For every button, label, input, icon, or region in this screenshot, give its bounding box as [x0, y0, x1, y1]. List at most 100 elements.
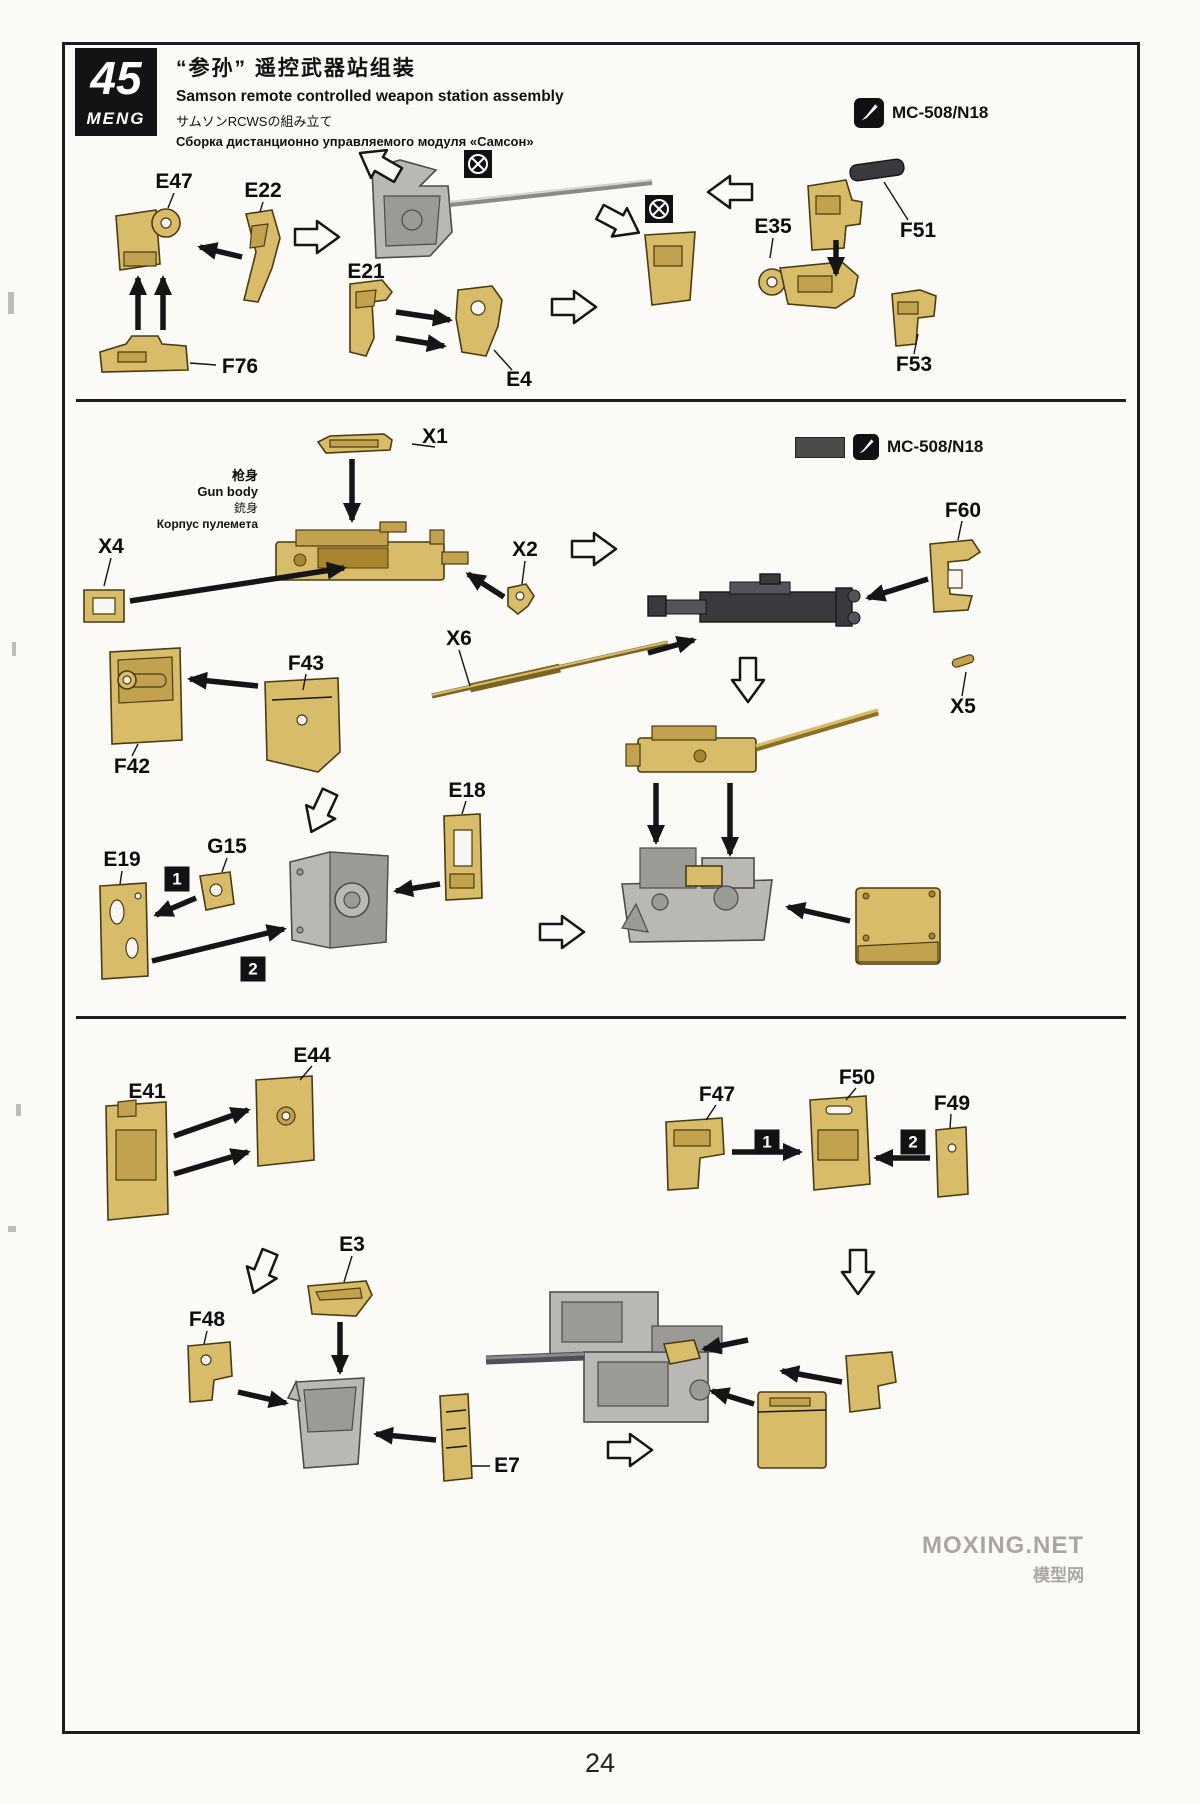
part-x4-illustration — [83, 589, 125, 623]
part-label-f49: F49 — [933, 1092, 971, 1115]
part-f50-illustration — [809, 1095, 871, 1191]
part-x5-illustration — [951, 654, 975, 668]
step-badge-1: 1 — [754, 1129, 780, 1155]
paint-code: MC-508/N18 — [892, 103, 989, 122]
part-x1-illustration — [316, 433, 393, 454]
part-label-e22: E22 — [244, 179, 282, 202]
title-chinese: “参孙” 遥控武器站组装 — [176, 57, 416, 80]
content-frame — [62, 42, 1140, 1734]
step-badge-2: 2 — [240, 956, 266, 982]
part-label-e7: E7 — [494, 1454, 520, 1477]
part-rcws-assembly-illustration — [621, 847, 773, 943]
gun-body-ru: Корпус пулемета — [156, 517, 258, 531]
label-leader-lines — [103, 181, 967, 1467]
watermark-site: MOXING.NET — [921, 1532, 1084, 1559]
part-label-x5: X5 — [950, 695, 976, 718]
flow-arrows — [237, 137, 876, 1468]
part-gray-box-illustration — [289, 851, 389, 949]
gun-body-zh: 枪身 — [231, 468, 258, 483]
part-f48-illustration — [187, 1341, 233, 1403]
part-bracket-assembly-illustration — [371, 159, 696, 306]
part-label-f47: F47 — [698, 1083, 736, 1106]
part-e41-illustration — [105, 1099, 169, 1221]
part-label-e4: E4 — [506, 368, 532, 391]
part-tan-box-illustration — [855, 887, 941, 965]
part-label-e35: E35 — [754, 215, 792, 238]
part-g15-illustration — [199, 871, 235, 911]
part-label-f60: F60 — [944, 499, 982, 522]
paint-color-swatch — [795, 436, 845, 458]
part-e4-illustration — [455, 285, 503, 357]
paint-callout-middle: MC-508/N18 — [795, 434, 983, 460]
part-label-f53: F53 — [895, 353, 933, 376]
part-e19-illustration — [99, 882, 149, 980]
watermark: MOXING.NET 模型网 — [922, 1532, 1084, 1586]
part-label-e21: E21 — [347, 260, 385, 283]
part-e18-illustration — [443, 813, 483, 901]
part-e35-illustration — [758, 261, 859, 309]
page-number: 24 — [584, 1748, 616, 1778]
part-f51-illustration — [807, 158, 905, 251]
divider-line-1 — [76, 399, 1126, 402]
part-x2-illustration — [507, 583, 535, 616]
assembly-arrows — [129, 240, 930, 1445]
part-gun-dark-illustration — [647, 573, 861, 627]
step-badge-2: 2 — [900, 1129, 926, 1155]
part-tan-bracket-right-illustration — [845, 1351, 897, 1413]
title-japanese: サムソンRCWSの組み立て — [176, 114, 333, 129]
title-russian: Сборка дистанционно управляемого модуля … — [176, 134, 534, 149]
brand-logo: MENG — [86, 109, 146, 128]
part-f42-illustration — [109, 647, 183, 745]
part-f53-illustration — [891, 289, 937, 347]
part-label-x4: X4 — [98, 535, 124, 558]
step-number: 45 — [90, 52, 142, 104]
gun-body-label: 枪身 Gun body 銃身 Корпус пулемета — [118, 468, 258, 532]
part-label-e44: E44 — [293, 1044, 331, 1067]
scan-artifact — [12, 642, 16, 656]
part-e44-illustration — [255, 1075, 315, 1167]
part-label-x1: X1 — [422, 425, 448, 448]
title-english: Samson remote controlled weapon station … — [176, 88, 564, 105]
scan-artifact — [8, 1226, 16, 1232]
gun-body-ja: 銃身 — [233, 501, 258, 515]
part-gun-assembled-illustration — [625, 708, 879, 773]
scan-artifact — [16, 1104, 21, 1116]
step-badge-1: 1 — [164, 866, 190, 892]
scan-artifact — [8, 292, 14, 314]
part-e47-illustration — [115, 208, 181, 271]
gun-body-en: Gun body — [197, 484, 258, 499]
circled-x-icon — [644, 194, 674, 224]
part-label-f51: F51 — [899, 219, 937, 242]
part-f43-illustration — [264, 677, 341, 773]
part-e3-illustration — [307, 1280, 373, 1317]
divider-line-2 — [76, 1016, 1126, 1019]
part-final-assembly-illustration — [485, 1291, 723, 1423]
part-ammo-box-illustration — [757, 1391, 827, 1469]
part-label-x2: X2 — [512, 538, 538, 561]
part-x6-illustration — [431, 640, 669, 699]
paint-code: MC-508/N18 — [887, 437, 984, 456]
part-e21-illustration — [349, 279, 394, 357]
part-e7-illustration — [439, 1393, 473, 1482]
part-gray-bucket-illustration — [286, 1377, 365, 1469]
part-label-e41: E41 — [128, 1080, 166, 1103]
part-label-e47: E47 — [155, 170, 193, 193]
paint-brush-icon — [854, 98, 884, 128]
part-label-f42: F42 — [113, 755, 151, 778]
part-label-f76: F76 — [221, 355, 259, 378]
part-label-e18: E18 — [448, 779, 486, 802]
paint-brush-icon — [853, 434, 879, 460]
part-f76-illustration — [99, 335, 189, 373]
paint-callout-top: MC-508/N18 — [854, 98, 988, 128]
part-label-g15: G15 — [207, 835, 247, 858]
part-e22-illustration — [243, 209, 281, 303]
part-label-f48: F48 — [188, 1308, 226, 1331]
part-f60-illustration — [929, 539, 982, 613]
circled-x-icon — [463, 149, 493, 179]
step-titles: “参孙” 遥控武器站组装 Samson remote controlled we… — [176, 52, 564, 149]
step-number-box: 45 MENG — [75, 48, 157, 136]
part-label-f50: F50 — [838, 1066, 876, 1089]
part-f47-illustration — [665, 1117, 725, 1191]
